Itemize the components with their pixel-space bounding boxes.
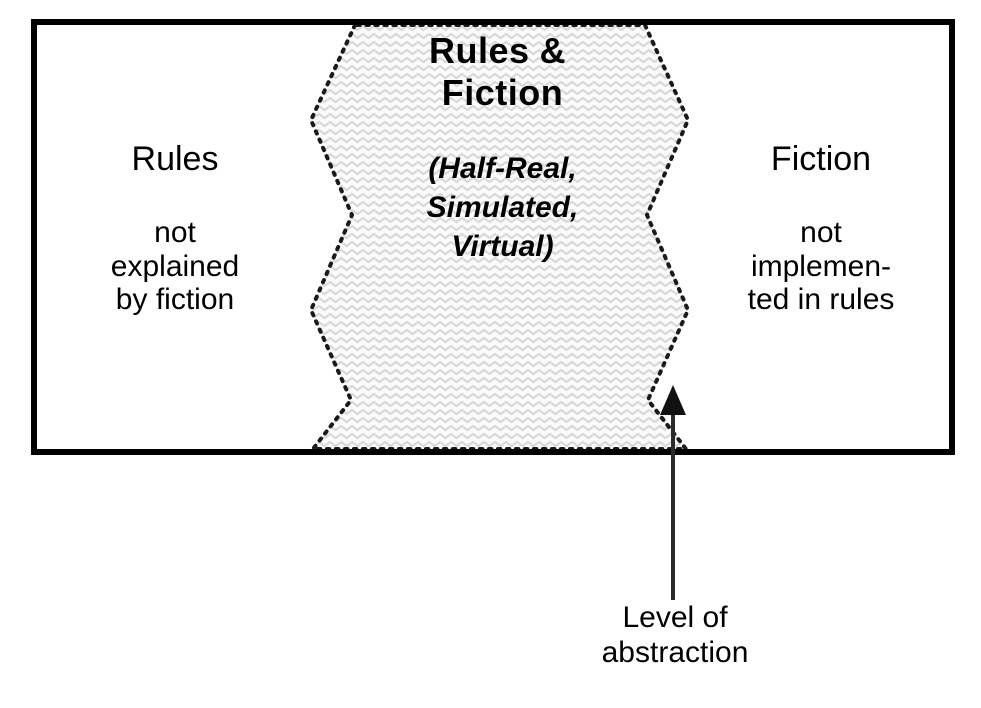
band-heading-fiction: Fiction bbox=[441, 72, 564, 114]
column-rules-line-1: not bbox=[154, 216, 196, 250]
column-rules-heading: Rules bbox=[131, 140, 219, 178]
column-fiction-body: not implemen- ted in rules bbox=[692, 216, 950, 317]
annotation-caption-line-1: Level of bbox=[622, 601, 728, 634]
band-heading: Rules& Fiction bbox=[330, 30, 675, 115]
column-rules: Rules not explained by fiction bbox=[45, 140, 305, 317]
band-subtitle-line-1: (Half-Real, bbox=[428, 151, 577, 185]
column-fiction-heading: Fiction bbox=[770, 140, 872, 178]
band-heading-rules: Rules bbox=[428, 30, 530, 71]
annotation-caption-line-2: abstraction bbox=[601, 635, 749, 669]
column-rules-and-fiction: Rules& Fiction (Half-Real, Simulated, Vi… bbox=[330, 30, 675, 266]
band-subtitle-line-3: Virtual) bbox=[451, 229, 554, 263]
column-rules-line-3: by fiction bbox=[115, 283, 235, 317]
annotation-caption: Level of abstraction bbox=[560, 601, 790, 671]
column-fiction-line-3: ted in rules bbox=[747, 283, 895, 317]
column-rules-body: not explained by fiction bbox=[45, 216, 305, 317]
column-fiction-line-1: not bbox=[800, 216, 842, 250]
band-heading-ampersand: & bbox=[539, 30, 567, 71]
column-fiction-line-2: implemen- bbox=[750, 249, 892, 283]
column-fiction: Fiction not implemen- ted in rules bbox=[692, 140, 950, 317]
band-subtitle-line-2: Simulated, bbox=[426, 190, 579, 224]
band-subtitle: (Half-Real, Simulated, Virtual) bbox=[330, 149, 675, 266]
column-rules-line-2: explained bbox=[110, 249, 240, 283]
